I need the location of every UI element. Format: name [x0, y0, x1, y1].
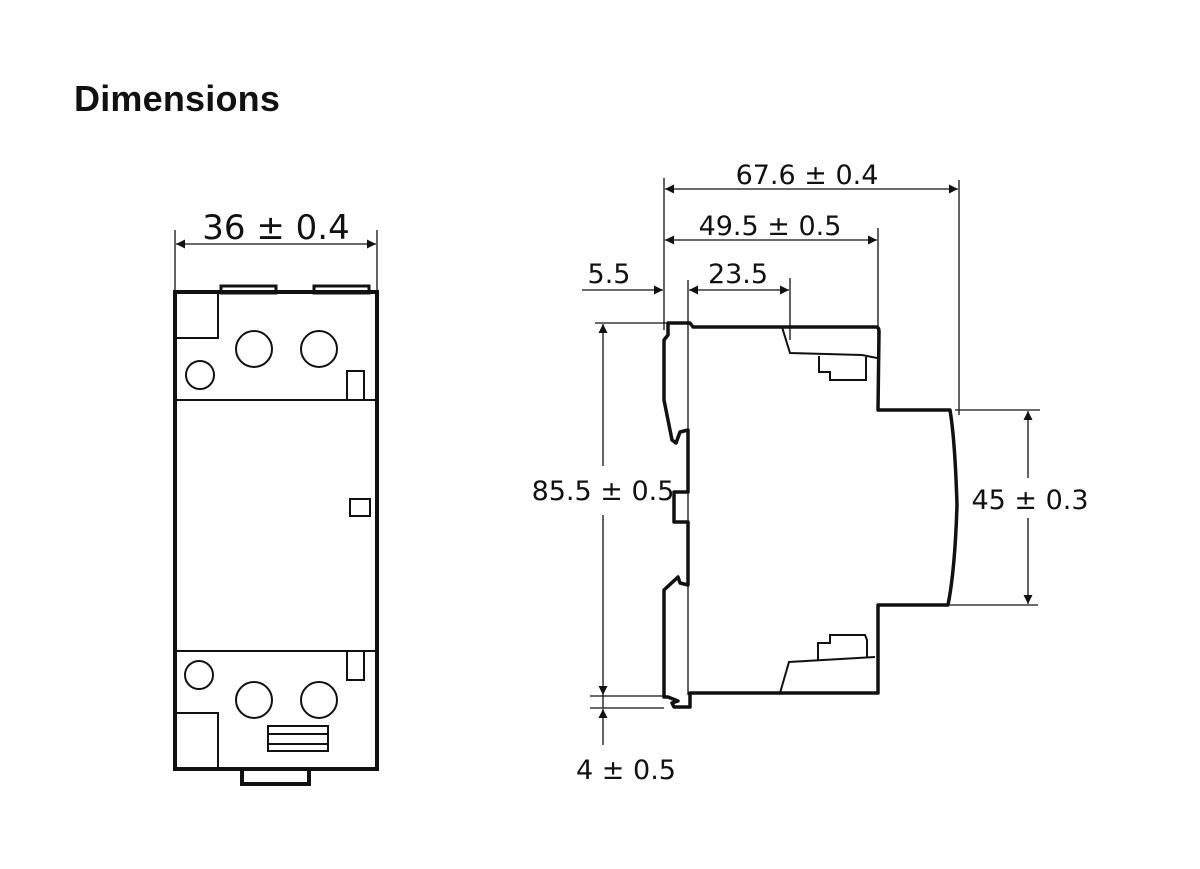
upper-label-box: [175, 292, 219, 339]
overall-depth-label: 67.6 ± 0.4: [736, 160, 879, 191]
lower-vent-grill: [267, 725, 329, 752]
lower-small-screw: [184, 660, 214, 690]
lower-terminal-1: [235, 681, 273, 719]
upper-terminal-1: [235, 330, 273, 368]
upper-indicator: [346, 370, 365, 401]
upper-terminal-2: [300, 330, 338, 368]
din-clip: [240, 769, 311, 786]
side-profile-outline: [662, 321, 959, 709]
body-depth-label: 49.5 ± 0.5: [699, 211, 842, 242]
shoulder-depth-label: 23.5: [708, 259, 768, 290]
page-title: Dimensions: [74, 78, 281, 119]
overall-height-label: 85.5 ± 0.5: [532, 476, 675, 507]
lower-terminal-2: [300, 681, 338, 719]
front-view: [173, 230, 379, 786]
upper-terminal-screw: [818, 356, 867, 381]
upper-small-screw: [185, 360, 215, 390]
side-view: [582, 178, 1040, 745]
rail-offset-label: 5.5: [588, 259, 631, 290]
upper-terminal-cover: [781, 326, 878, 359]
status-window: [349, 498, 371, 517]
front-body-outline: [173, 290, 379, 771]
front-width-label: 36 ± 0.4: [202, 208, 349, 248]
lower-indicator: [346, 650, 365, 681]
lower-terminal-cover: [779, 656, 876, 694]
front-height-label: 45 ± 0.3: [971, 485, 1088, 516]
lower-terminal-screw: [817, 634, 868, 660]
lower-label-box: [175, 712, 219, 769]
clip-height-label: 4 ± 0.5: [576, 755, 676, 786]
